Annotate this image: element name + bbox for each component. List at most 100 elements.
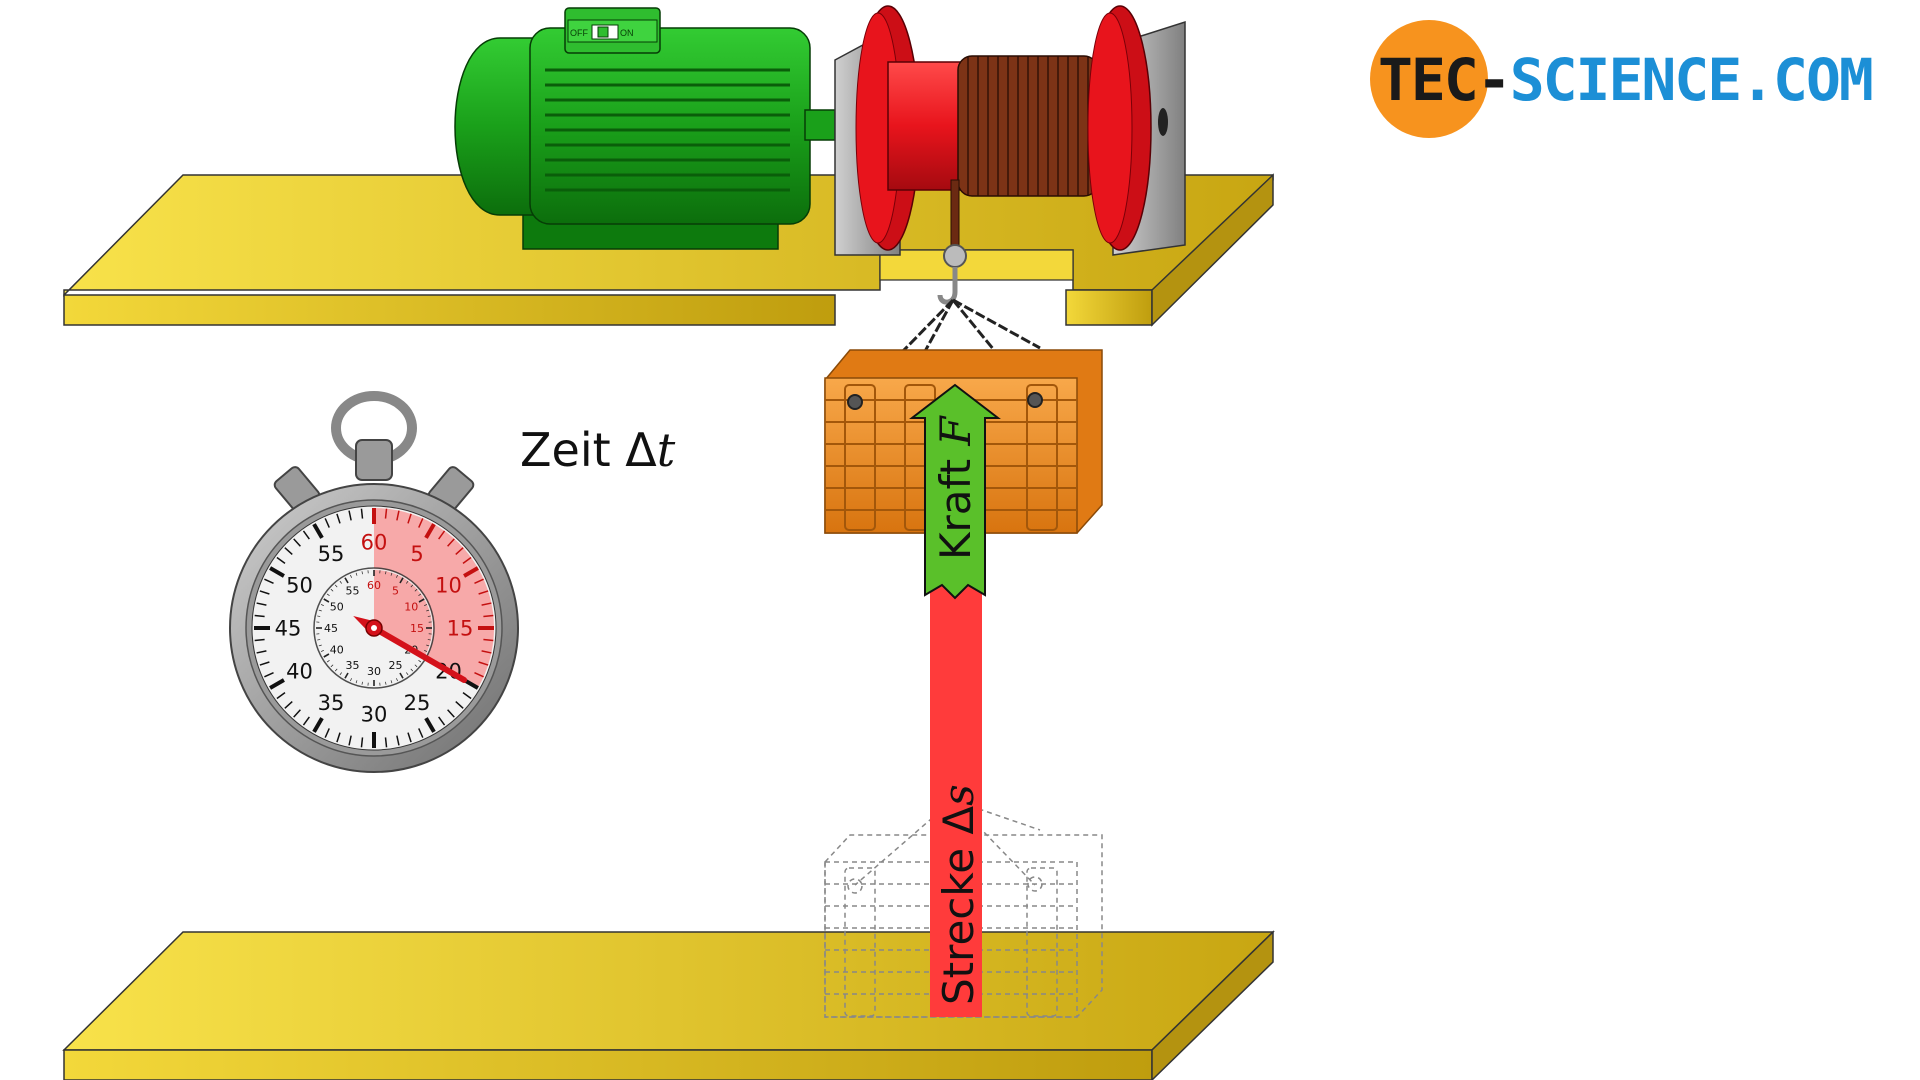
- stopwatch-subdial-tick: [334, 584, 338, 588]
- stopwatch-tick: [276, 692, 286, 700]
- stopwatch-tick: [269, 566, 285, 578]
- winch-hanging-rope: [950, 179, 960, 251]
- stopwatch-ticks: [254, 508, 494, 748]
- stopwatch-subdial-tick: [317, 615, 321, 617]
- stopwatch-subdial-tick: [318, 644, 322, 647]
- stopwatch-subdial-tick: [414, 664, 418, 668]
- distance-delta: Δ: [934, 806, 983, 835]
- winch-right-flange-face: [1087, 12, 1133, 244]
- stopwatch-subdial-tick: [323, 653, 330, 658]
- stopwatch-tick: [396, 735, 400, 746]
- stopwatch-subdial-tick: [396, 574, 398, 578]
- winch-rope-coils: [957, 55, 1099, 197]
- stopwatch-inner-label-35: 35: [346, 659, 360, 672]
- stopwatch-tick: [407, 513, 412, 524]
- logo-text-science: SCIENCE: [1510, 46, 1740, 114]
- upper-shelf-side: [1151, 173, 1274, 327]
- stopwatch-tick: [312, 523, 324, 539]
- stopwatch-tick: [418, 728, 424, 738]
- stopwatch-tick: [463, 566, 479, 578]
- upper-shelf-front-right: [1065, 289, 1153, 326]
- stopwatch-tick: [293, 709, 301, 718]
- stopwatch-hand: [371, 625, 468, 683]
- stopwatch-subdial-tick: [418, 660, 422, 663]
- stopwatch-tick: [259, 661, 270, 666]
- stopwatch-subdial-tick: [427, 615, 431, 617]
- logo-circle: [1370, 20, 1488, 138]
- stopwatch-tick: [474, 672, 484, 678]
- stopwatch-subdial-tick: [320, 650, 324, 652]
- stopwatch-subdial-tick: [418, 593, 422, 596]
- stopwatch-subdial-tick: [406, 580, 409, 584]
- stopwatch-subdial-tick: [424, 650, 428, 652]
- stopwatch-outer-label-50: 50: [286, 574, 313, 598]
- time-label: Zeit Δt: [520, 423, 676, 477]
- stopwatch-tick: [293, 538, 301, 547]
- stopwatch-outer-label-15: 15: [447, 617, 474, 641]
- force-word: Kraft: [931, 446, 980, 560]
- stopwatch-subdial-tick: [355, 572, 358, 576]
- stopwatch-outer-label-55: 55: [318, 542, 345, 566]
- stopwatch-subdial-tick: [426, 609, 430, 612]
- stopwatch-subdial-tick: [326, 593, 330, 596]
- stopwatch-outer-label-60: 60: [361, 531, 388, 555]
- stopwatch-subdial-tick: [330, 664, 334, 668]
- stopwatch-subdial-tick: [330, 588, 334, 592]
- distance-bar: [930, 585, 982, 1017]
- logo-text-com: .COM: [1740, 46, 1872, 114]
- stopwatch-subdial-tick: [350, 574, 352, 578]
- stopwatch-tick: [483, 638, 494, 642]
- motor-body: [529, 27, 811, 225]
- upper-shelf-cutout: [879, 249, 1074, 281]
- stopwatch-subdial-tick: [344, 577, 349, 584]
- stopwatch-tick: [455, 547, 464, 555]
- force-arrow: Kraft F: [909, 383, 1001, 600]
- stopwatch-tick: [483, 614, 494, 618]
- lower-shelf-front: [63, 1049, 1153, 1080]
- stopwatch-subdial-tick: [396, 678, 398, 682]
- stopwatch-outer-labels: 60510152025303540455055: [275, 531, 474, 727]
- stopwatch-outer-label-30: 30: [361, 703, 388, 727]
- stopwatch-tick: [455, 701, 464, 709]
- stopwatch-tick: [348, 510, 352, 521]
- stopwatch-tick: [264, 672, 274, 678]
- stopwatch-tick: [312, 717, 324, 733]
- stopwatch-tick: [284, 701, 293, 709]
- stopwatch: 60510152025303540455055 6051015202530354…: [229, 391, 519, 773]
- stopwatch-tick: [336, 513, 341, 524]
- stopwatch-tick: [302, 530, 310, 540]
- stopwatch-subdial-tick: [399, 577, 404, 584]
- force-arrow-shape: [909, 383, 1001, 600]
- stopwatch-tick: [256, 602, 267, 606]
- stopwatch-tick: [336, 732, 341, 743]
- time-delta: Δ: [625, 423, 657, 477]
- stopwatch-tick: [324, 728, 330, 738]
- stopwatch-subdial-tick: [317, 639, 321, 641]
- stopwatch-tick: [348, 735, 352, 746]
- brand-logo: TEC-SCIENCE.COM: [1370, 20, 1874, 138]
- stopwatch-tick: [478, 590, 489, 595]
- stopwatch-subdial-tick: [385, 681, 387, 685]
- stopwatch-subdial-tick: [410, 668, 414, 672]
- motor-shaft: [804, 109, 836, 141]
- stopwatch-subdial-tick: [406, 672, 409, 676]
- stopwatch-hand-pin: [371, 625, 377, 631]
- stopwatch-outer-label-10: 10: [435, 574, 462, 598]
- stopwatch-crown: [355, 439, 393, 481]
- stopwatch-subdial-tick: [414, 588, 418, 592]
- stopwatch-tick: [384, 737, 388, 748]
- stopwatch-subdial-ticks: [316, 570, 432, 686]
- stopwatch-subdial-tick: [424, 604, 428, 606]
- stopwatch-tick: [256, 650, 267, 654]
- stopwatch-tick: [259, 590, 270, 595]
- lower-shelf: [62, 930, 1275, 1080]
- time-variable: t: [657, 423, 676, 477]
- stopwatch-inner-label-55: 55: [346, 585, 360, 598]
- stopwatch-tick: [407, 732, 412, 743]
- stopwatch-tick: [254, 614, 265, 618]
- motor-cooling-fins: [545, 68, 790, 192]
- logo-text-dash: -: [1477, 46, 1510, 114]
- stopwatch-tick: [462, 692, 472, 700]
- stopwatch-outer-label-5: 5: [410, 542, 423, 566]
- stopwatch-tick: [360, 508, 364, 519]
